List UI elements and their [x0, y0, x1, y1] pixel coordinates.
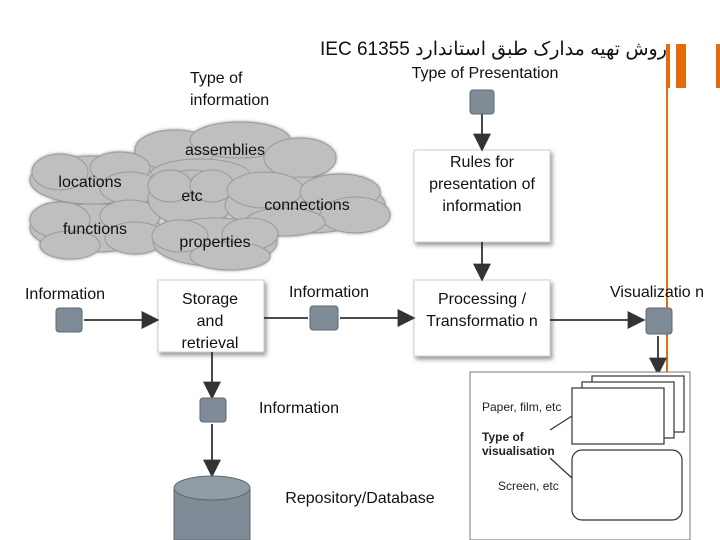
panel-type-label: Type of visualisation: [482, 430, 555, 458]
cloud-locations: [29, 151, 161, 205]
information-bottom-label: Information: [258, 400, 340, 417]
accent-vertical-line: [666, 44, 668, 540]
panel-screen-label: Screen, etc: [498, 479, 559, 493]
accent-bar-thick: [676, 44, 686, 88]
database-cylinder: [173, 475, 251, 540]
cloud-label-locations: locations: [58, 174, 122, 191]
node-information-left: [55, 307, 83, 333]
information-left-label: Information: [24, 286, 106, 303]
cloud-connections: [224, 171, 391, 237]
cloud-label-functions: functions: [62, 221, 128, 238]
type-of-presentation-label: Type of Presentation: [411, 65, 559, 82]
accent-bar-top: [666, 44, 720, 88]
node-visualization: [645, 307, 673, 335]
cloud-label-properties: properties: [179, 234, 251, 251]
visualisation-panel: [469, 371, 691, 540]
cloud-properties: [151, 217, 279, 271]
information-mid-label: Information: [288, 284, 370, 301]
node-information-mid: [309, 305, 339, 331]
storage-box: [157, 279, 265, 353]
cloud-label-assemblies: assemblies: [184, 142, 266, 159]
page-title: IEC 61355 روش تهیه مدارک طبق استاندارد: [320, 39, 667, 60]
cloud-functions: [29, 199, 166, 260]
storage-label: Storage and retrieval: [181, 291, 239, 352]
processing-label: Processing / Transformatio n: [426, 291, 538, 330]
visualization-label: Visualizatio n: [610, 284, 704, 301]
node-presentation: [469, 89, 495, 115]
cloud-label-connections: connections: [264, 197, 350, 214]
cloud-label-etc: etc: [181, 188, 203, 205]
panel-paper-label: Paper, film, etc: [482, 400, 562, 414]
node-information-bottom: [199, 397, 227, 423]
rules-label: Rules for presentation of information: [429, 154, 535, 215]
type-of-information-label: Type of information: [190, 70, 270, 109]
repository-label: Repository/Database: [285, 490, 435, 507]
cloud-etc: [147, 169, 237, 227]
